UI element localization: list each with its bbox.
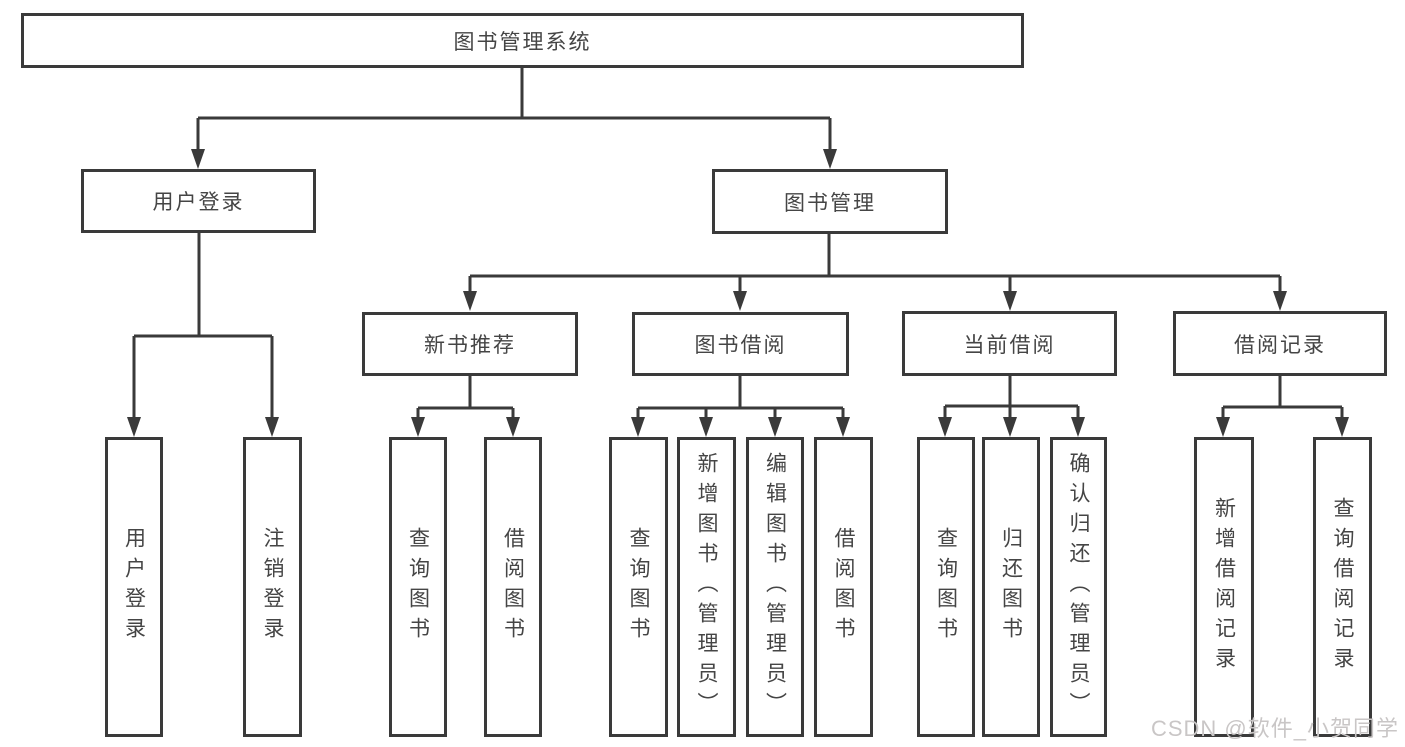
arrowhead bbox=[823, 149, 837, 169]
node-root-label: 图书管理系统 bbox=[453, 30, 592, 54]
leaf-return-book-label: 归还图书 bbox=[999, 527, 1023, 647]
leaf-borrow-book-2-label: 借阅图书 bbox=[832, 527, 855, 647]
leaf-add-book-admin-label: 新增图书（管理员） bbox=[695, 452, 718, 722]
node-book-mgmt-label: 图书管理 bbox=[784, 191, 876, 215]
leaf-edit-book-admin-label: 编辑图书（管理员） bbox=[763, 452, 787, 722]
leaf-user-login: 用户登录 bbox=[105, 437, 163, 737]
node-borrow-record-label: 借阅记录 bbox=[1234, 333, 1326, 357]
node-book-mgmt: 图书管理 bbox=[712, 169, 948, 234]
arrowhead bbox=[938, 417, 952, 437]
node-user-login-label: 用户登录 bbox=[152, 191, 245, 214]
arrowhead bbox=[1003, 291, 1017, 311]
leaf-borrow-book-1: 借阅图书 bbox=[484, 437, 542, 737]
node-new-book-rec: 新书推荐 bbox=[362, 312, 578, 376]
node-new-book-rec-label: 新书推荐 bbox=[424, 334, 516, 357]
leaf-confirm-return-admin-label: 确认归还（管理员） bbox=[1067, 452, 1090, 722]
arrowhead bbox=[463, 291, 477, 311]
leaf-query-book-3-label: 查询图书 bbox=[934, 527, 958, 647]
arrowhead bbox=[1071, 417, 1085, 437]
leaf-add-borrow-record: 新增借阅记录 bbox=[1194, 437, 1254, 737]
connector-new-book-to-leaves bbox=[416, 376, 515, 418]
connector-borrow-record-to-leaves bbox=[1221, 376, 1344, 418]
leaf-borrow-book-1-label: 借阅图书 bbox=[501, 527, 525, 647]
node-current-borrow: 当前借阅 bbox=[902, 311, 1117, 376]
connector-book-mgmt-to-level3 bbox=[468, 233, 1282, 292]
arrowhead bbox=[1003, 417, 1017, 437]
leaf-query-book-2-label: 查询图书 bbox=[627, 527, 650, 647]
leaf-query-book-3: 查询图书 bbox=[917, 437, 975, 737]
leaf-confirm-return-admin: 确认归还（管理员） bbox=[1050, 437, 1107, 737]
arrowhead bbox=[1335, 417, 1349, 437]
leaf-add-book-admin: 新增图书（管理员） bbox=[677, 437, 736, 737]
leaf-logout-label: 注销登录 bbox=[261, 527, 284, 647]
arrowhead bbox=[1216, 417, 1230, 437]
leaf-return-book: 归还图书 bbox=[982, 437, 1040, 737]
leaf-logout: 注销登录 bbox=[243, 437, 302, 737]
node-current-borrow-label: 当前借阅 bbox=[963, 333, 1056, 357]
arrowhead bbox=[836, 417, 850, 437]
arrowhead bbox=[1273, 291, 1287, 311]
connector-user-login-to-leaves bbox=[132, 233, 274, 418]
arrowhead bbox=[127, 417, 141, 437]
arrowhead bbox=[699, 417, 713, 437]
leaf-query-borrow-record: 查询借阅记录 bbox=[1313, 437, 1372, 737]
node-root: 图书管理系统 bbox=[21, 13, 1024, 68]
connector-book-borrow-to-leaves bbox=[636, 376, 845, 418]
arrowhead bbox=[631, 417, 645, 437]
leaf-add-borrow-record-label: 新增借阅记录 bbox=[1212, 497, 1236, 677]
leaf-edit-book-admin: 编辑图书（管理员） bbox=[746, 437, 804, 737]
arrowhead bbox=[733, 291, 747, 311]
node-book-borrow: 图书借阅 bbox=[632, 312, 849, 376]
arrowhead bbox=[768, 417, 782, 437]
arrowhead bbox=[265, 417, 279, 437]
node-borrow-record: 借阅记录 bbox=[1173, 311, 1387, 376]
connector-current-borrow-to-leaves bbox=[943, 376, 1080, 418]
leaf-query-borrow-record-label: 查询借阅记录 bbox=[1331, 497, 1354, 677]
leaf-borrow-book-2: 借阅图书 bbox=[814, 437, 873, 737]
leaf-query-book-1-label: 查询图书 bbox=[406, 527, 430, 647]
arrowhead bbox=[411, 417, 425, 437]
arrowhead bbox=[506, 417, 520, 437]
leaf-query-book-2: 查询图书 bbox=[609, 437, 668, 737]
leaf-query-book-1: 查询图书 bbox=[389, 437, 447, 737]
node-user-login: 用户登录 bbox=[81, 169, 316, 233]
leaf-user-login-label: 用户登录 bbox=[122, 527, 146, 647]
arrowhead bbox=[191, 149, 205, 169]
connector-root-to-level2 bbox=[196, 68, 832, 150]
node-book-borrow-label: 图书借阅 bbox=[694, 334, 787, 357]
